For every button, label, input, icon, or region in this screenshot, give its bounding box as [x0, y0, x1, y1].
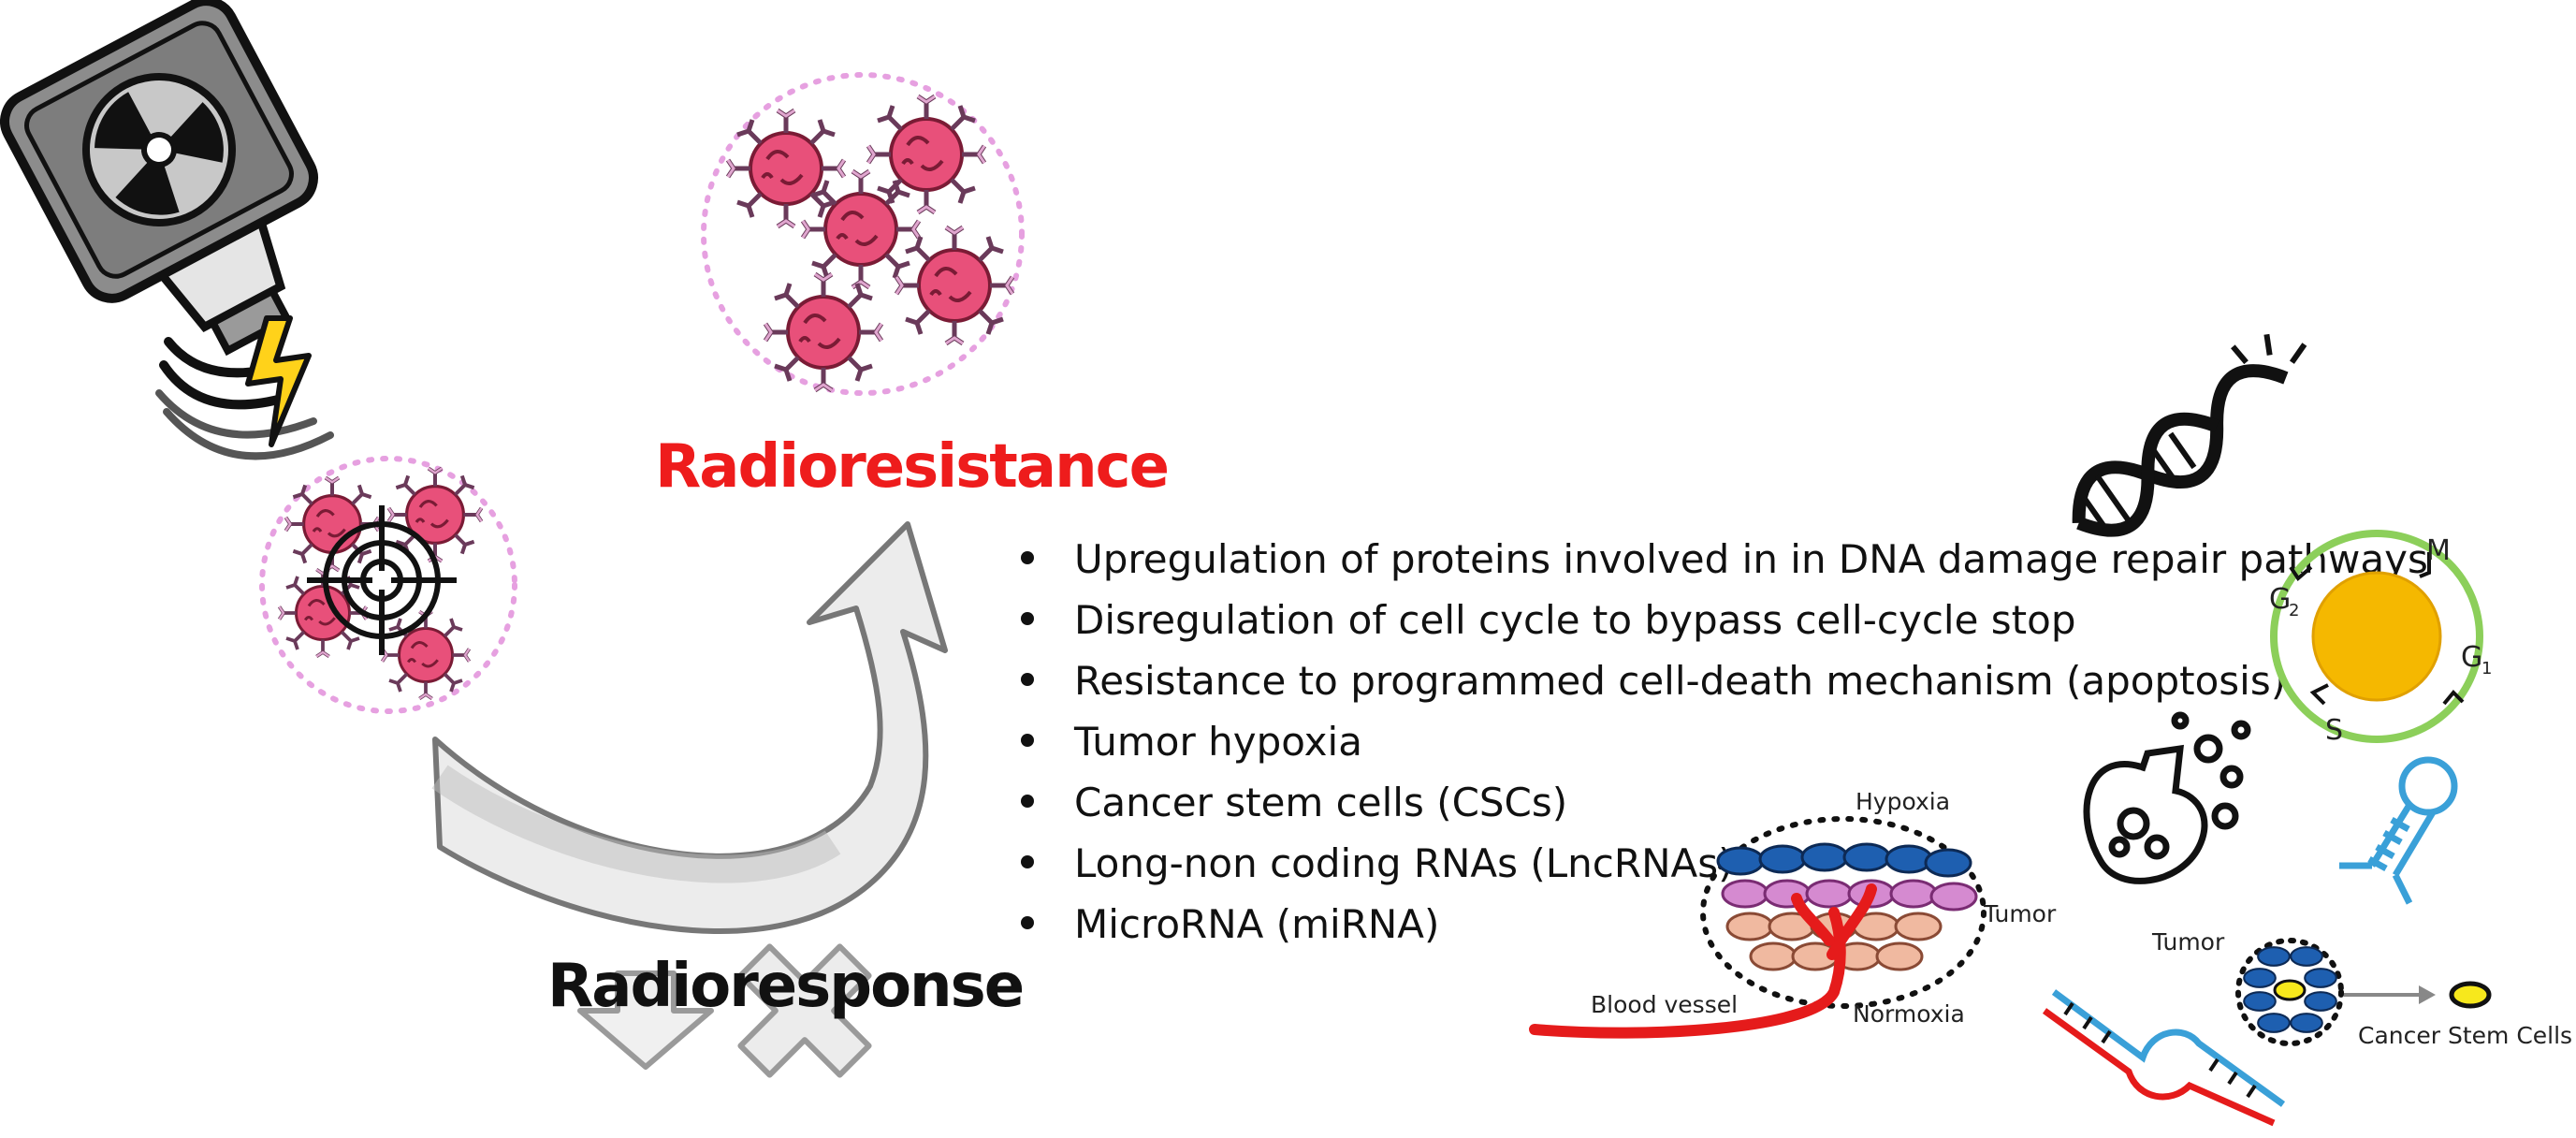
svg-text:Blood vessel: Blood vessel	[1591, 991, 1738, 1018]
svg-text:2: 2	[2289, 601, 2299, 620]
svg-text:Tumor hypoxia: Tumor hypoxia	[1073, 719, 1362, 765]
blood-vessel	[1529, 883, 1877, 1039]
list-item: Upregulation of proteins involved in in …	[1021, 536, 2428, 582]
svg-text:Upregulation of proteins invol: Upregulation of proteins involved in in …	[1074, 536, 2428, 582]
svg-text:Tumor: Tumor	[2151, 928, 2225, 956]
apoptosis-icon	[2083, 711, 2251, 884]
svg-text:Hypoxia: Hypoxia	[1856, 788, 1950, 815]
svg-text:Disregulation of cell cycle to: Disregulation of cell cycle to bypass ce…	[1074, 597, 2076, 643]
list-item: Resistance to programmed cell-death mech…	[1021, 658, 2286, 704]
svg-text:Cancer Stem Cells: Cancer Stem Cells	[2358, 1022, 2572, 1049]
cell-cycle-icon: M G 2 G 1 S	[2269, 530, 2492, 747]
svg-text:Resistance to programmed cell-: Resistance to programmed cell-death mech…	[1074, 658, 2286, 704]
mirna-icon	[2042, 989, 2286, 1127]
cross-icon	[737, 943, 872, 1078]
lncrna-icon	[2339, 756, 2458, 905]
radiation-machine-icon	[0, 0, 334, 460]
svg-text:1: 1	[2481, 659, 2492, 678]
list-item: MicroRNA (miRNA)	[1021, 901, 1439, 947]
svg-text:M: M	[2426, 534, 2451, 567]
list-item: Tumor hypoxia	[1021, 719, 1362, 765]
hypoxia-tumor-diagram: Hypoxia Tumor Normoxia Blood vessel	[1529, 788, 2057, 1039]
svg-text:Normoxia: Normoxia	[1853, 1000, 1965, 1028]
down-arrow-icon	[577, 970, 714, 1070]
csc-diagram: Tumor Cancer Stem Cells	[2151, 928, 2572, 1049]
svg-text:S: S	[2325, 714, 2343, 747]
list-item: Disregulation of cell cycle to bypass ce…	[1021, 597, 2076, 643]
svg-text:G: G	[2269, 583, 2291, 616]
targeted-tumor-icon	[259, 456, 517, 714]
svg-text:G: G	[2461, 641, 2482, 674]
radioresistant-tumor-icon	[701, 72, 1025, 396]
svg-text:Long-non coding RNAs (LncRNAs): Long-non coding RNAs (LncRNAs)	[1074, 840, 1733, 886]
radioresponse-title: Radioresponse	[547, 952, 1023, 1021]
mechanism-list: Upregulation of proteins involved in in …	[1021, 536, 2428, 947]
list-item: Cancer stem cells (CSCs)	[1021, 780, 1567, 825]
lightning-icon	[245, 315, 312, 447]
dna-damage-icon	[2072, 333, 2307, 537]
crosshair-icon	[307, 505, 457, 655]
svg-text:MicroRNA (miRNA): MicroRNA (miRNA)	[1074, 901, 1439, 947]
svg-text:Tumor: Tumor	[1983, 900, 2057, 927]
radioresistance-title: Radioresistance	[655, 432, 1168, 502]
svg-text:Cancer stem cells (CSCs): Cancer stem cells (CSCs)	[1074, 780, 1567, 825]
list-item: Long-non coding RNAs (LncRNAs)	[1021, 840, 1733, 886]
